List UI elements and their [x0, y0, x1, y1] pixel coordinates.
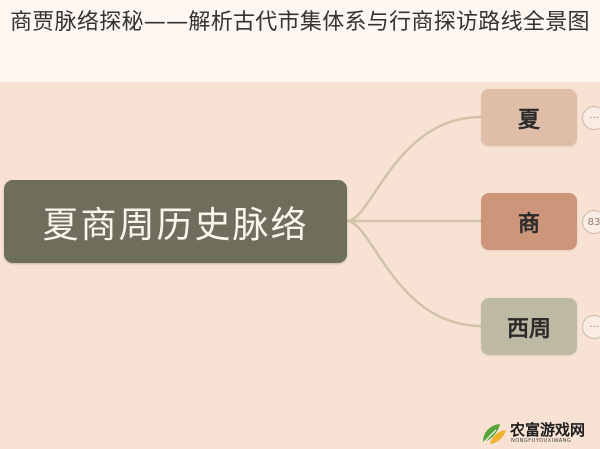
node-xizhou-label: 西周	[506, 315, 551, 342]
expand-toggle-xizhou-label: ···	[589, 321, 599, 333]
connector-xia	[346, 115, 482, 223]
node-shang-label: 商	[517, 210, 540, 237]
expand-toggle-xizhou[interactable]: ···	[582, 315, 600, 339]
node-xia[interactable]: 夏	[481, 89, 577, 146]
expand-toggle-shang-count: 83	[587, 216, 600, 228]
node-xizhou[interactable]: 西周	[481, 298, 577, 355]
page-title: 商贾脉络探秘——解析古代市集体系与行商探访路线全景图	[10, 10, 590, 35]
root-node[interactable]: 夏商周历史脉络	[4, 180, 347, 263]
connector-xizhou	[346, 219, 482, 328]
mindmap-canvas: 夏商周历史脉络 夏 ··· 商 83 西周 ···	[0, 82, 600, 449]
expand-toggle-xia-label: ···	[589, 112, 599, 124]
expand-toggle-shang[interactable]: 83	[582, 210, 600, 234]
node-xia-label: 夏	[517, 106, 540, 133]
watermark-subtext: NONGFUYOUXIWANG	[511, 438, 572, 444]
mindmap-connectors	[346, 115, 482, 328]
watermark-text: 农富游戏网	[510, 421, 586, 439]
node-shang[interactable]: 商	[481, 193, 577, 250]
root-node-label: 夏商周历史脉络	[42, 204, 309, 246]
leaf-logo-icon	[483, 424, 506, 444]
expand-toggle-xia[interactable]: ···	[582, 106, 600, 130]
site-watermark: 农富游戏网 NONGFUYOUXIWANG	[478, 418, 600, 448]
page-header: 商贾脉络探秘——解析古代市集体系与行商探访路线全景图	[0, 0, 600, 82]
